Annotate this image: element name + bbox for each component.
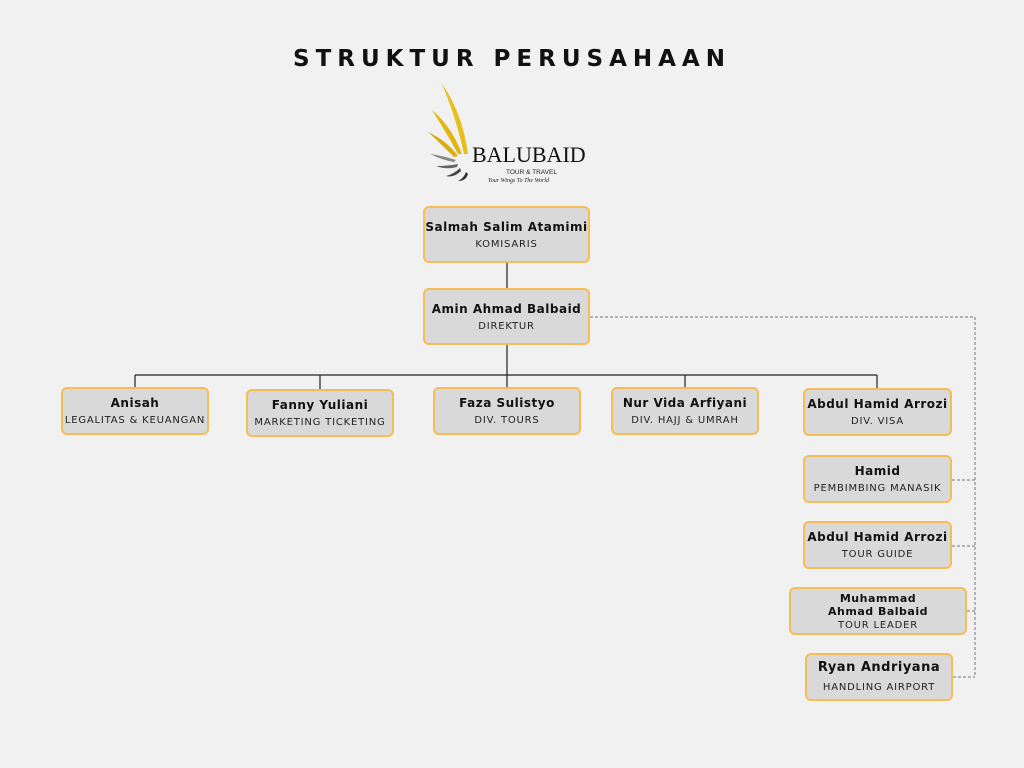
node-visa: Abdul Hamid Arrozi DIV. VISA <box>803 388 952 436</box>
logo-tagline: Your Wings To The World <box>488 178 550 184</box>
wing-icon <box>428 84 468 181</box>
node-name: Hamid <box>854 464 901 478</box>
node-role: DIREKTUR <box>478 320 535 332</box>
node-role: MARKETING TICKETING <box>254 417 386 428</box>
node-role: HANDLING AIRPORT <box>822 682 936 693</box>
company-logo: BALUBAID TOUR & TRAVEL Your Wings To The… <box>428 84 586 184</box>
node-role: DIV. TOURS <box>474 415 540 426</box>
logo-brand: BALUBAID <box>472 142 586 167</box>
node-name: Ryan Andriyana <box>817 660 941 675</box>
node-role: DIV. HAJJ & UMRAH <box>631 415 739 426</box>
node-name: Amin Ahmad Balbaid <box>431 301 582 316</box>
node-direktur: Amin Ahmad Balbaid DIREKTUR <box>423 288 590 345</box>
node-name: Salmah Salim Atamimi <box>425 219 588 234</box>
node-name: Faza Sulistyo <box>459 396 555 410</box>
node-handling-airport: Ryan Andriyana HANDLING AIRPORT <box>805 653 953 701</box>
node-manasik: Hamid PEMBIMBING MANASIK <box>803 455 952 503</box>
node-role: PEMBIMBING MANASIK <box>813 483 942 494</box>
node-tour-leader: Muhammad Ahmad Balbaid TOUR LEADER <box>789 587 967 635</box>
node-role: KOMISARIS <box>475 238 538 250</box>
node-name: Abdul Hamid Arrozi <box>807 530 948 544</box>
node-tours: Faza Sulistyo DIV. TOURS <box>433 387 581 435</box>
node-tour-guide: Abdul Hamid Arrozi TOUR GUIDE <box>803 521 952 569</box>
node-komisaris: Salmah Salim Atamimi KOMISARIS <box>423 206 590 263</box>
logo-sub: TOUR & TRAVEL <box>506 169 557 176</box>
node-name: Fanny Yuliani <box>271 398 369 412</box>
node-hajj: Nur Vida Arfiyani DIV. HAJJ & UMRAH <box>611 387 759 435</box>
node-legalitas: Anisah LEGALITAS & KEUANGAN <box>61 387 209 435</box>
node-name: Muhammad Ahmad Balbaid <box>828 591 928 618</box>
node-role: TOUR LEADER <box>838 619 918 631</box>
node-role: TOUR GUIDE <box>841 549 914 560</box>
node-role: DIV. VISA <box>851 416 904 427</box>
node-name: Anisah <box>110 396 160 410</box>
node-name: Nur Vida Arfiyani <box>622 396 748 410</box>
node-role: LEGALITAS & KEUANGAN <box>64 415 206 426</box>
node-marketing: Fanny Yuliani MARKETING TICKETING <box>246 389 394 437</box>
node-name: Abdul Hamid Arrozi <box>807 397 948 411</box>
page-title: STRUKTUR PERUSAHAAN <box>293 46 731 72</box>
